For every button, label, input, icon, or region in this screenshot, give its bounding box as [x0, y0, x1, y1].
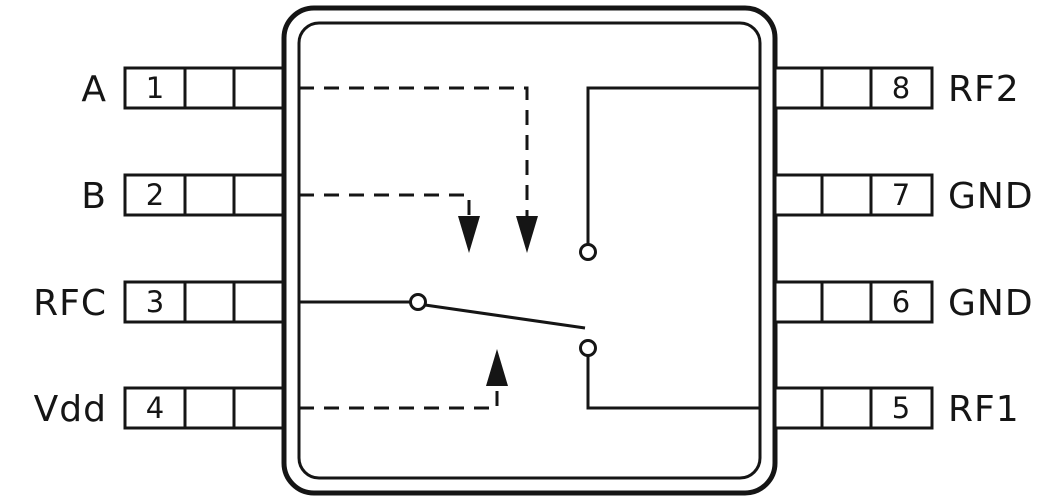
pin-2-number: 2 [146, 178, 164, 212]
pin-8-number: 8 [892, 71, 910, 105]
pin-1-body [123, 66, 285, 110]
pin-6: 6 GND [773, 280, 1034, 324]
pin-3-label: RFC [33, 283, 107, 324]
pin-3: 3 RFC [33, 280, 285, 324]
pin-8-body [773, 66, 934, 110]
pin-7-label: GND [948, 176, 1034, 217]
pin-3-body [123, 280, 285, 324]
rf1-contact [579, 339, 597, 357]
rf1-trace [586, 356, 760, 410]
pin-2-label: B [81, 176, 107, 217]
control-a-arrow-icon [516, 216, 538, 253]
pin-7-number: 7 [892, 178, 910, 212]
pin-2: 2 B [81, 173, 285, 217]
chip-body-inner [297, 21, 762, 480]
pin-4: 4 Vdd [34, 386, 285, 430]
pin-1: 1 A [81, 66, 285, 110]
control-b-arrow-icon [458, 216, 480, 253]
pin-4-number: 4 [146, 391, 164, 425]
control-a-trace [299, 86, 529, 218]
vdd-arrow-icon [486, 349, 508, 386]
switch-arm [424, 303, 586, 330]
pin-7-body [773, 173, 934, 217]
pin-6-number: 6 [892, 285, 910, 319]
rf2-trace [586, 86, 760, 244]
pin-8-label: RF2 [948, 69, 1020, 110]
pin-1-label: A [81, 69, 107, 110]
control-b-trace [299, 193, 471, 218]
rf2-contact [579, 243, 597, 261]
pin-3-number: 3 [146, 285, 164, 319]
pin-5: 5 RF1 [773, 386, 1020, 430]
vdd-trace [299, 385, 499, 410]
pin-6-body [773, 280, 934, 324]
pin-8: 8 RF2 [773, 66, 1020, 110]
pin-4-body [123, 386, 285, 430]
chip-body [281, 5, 778, 496]
pin-6-label: GND [948, 283, 1034, 324]
internal-schematic [299, 86, 760, 410]
pin-7: 7 GND [773, 173, 1034, 217]
pin-4-label: Vdd [34, 389, 107, 430]
pin-2-body [123, 173, 285, 217]
pin-5-body [773, 386, 934, 430]
pin-5-label: RF1 [948, 389, 1020, 430]
rfc-pivot-contact [409, 293, 427, 311]
pin-1-number: 1 [146, 71, 164, 105]
pin-5-number: 5 [892, 391, 910, 425]
